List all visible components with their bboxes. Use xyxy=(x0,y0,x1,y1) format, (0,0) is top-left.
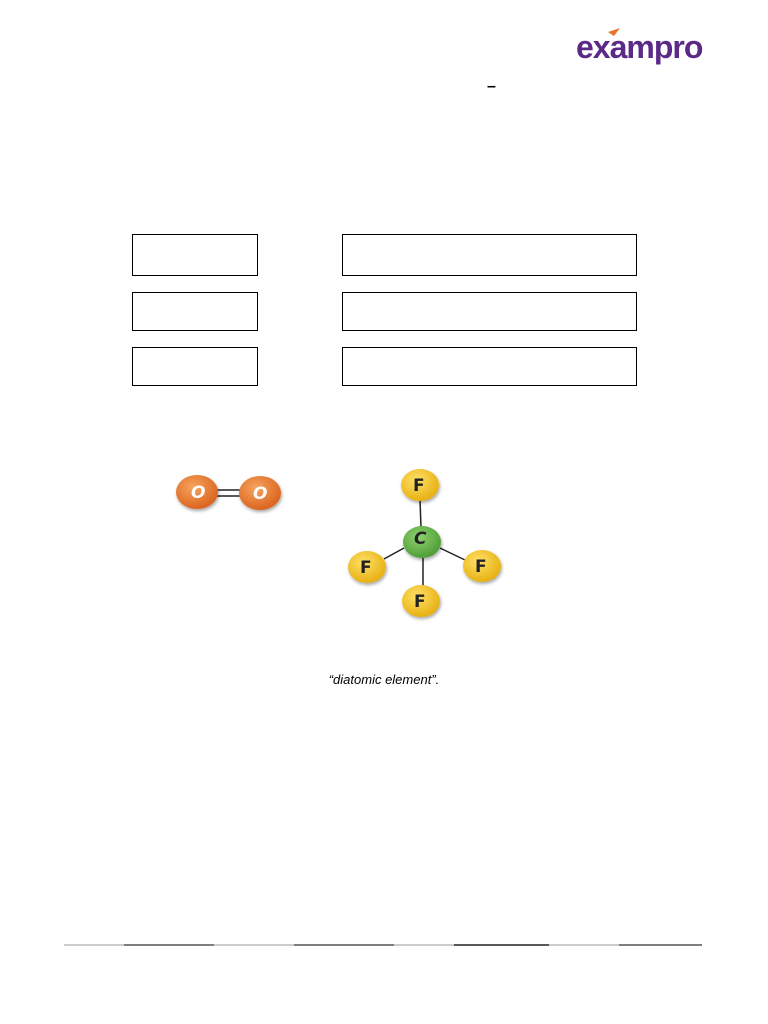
cf4-molecule: F F F F C xyxy=(348,469,501,617)
answer-box-left-1[interactable] xyxy=(132,234,258,276)
caption-diatomic: “diatomic element”. xyxy=(328,672,440,687)
answer-box-left-2[interactable] xyxy=(132,292,258,331)
fluorine-atom-bottom xyxy=(402,585,440,617)
fluorine-label-right: F xyxy=(475,557,487,577)
header-dash: – xyxy=(487,78,496,95)
bond-top xyxy=(419,499,422,529)
fluorine-atom-right xyxy=(463,550,501,582)
oxygen-atom-1 xyxy=(176,475,218,509)
logo-accent-icon xyxy=(608,28,620,36)
oxygen-label-1: O xyxy=(191,483,205,503)
answer-box-right-1[interactable] xyxy=(342,234,637,276)
oxygen-label-2: O xyxy=(253,484,267,504)
bond-left xyxy=(383,547,405,560)
oxygen-atom-2 xyxy=(239,476,281,510)
fluorine-label-left: F xyxy=(360,558,372,578)
fluorine-atom-top xyxy=(401,469,439,501)
fluorine-atom-left xyxy=(348,551,386,583)
bond-right xyxy=(439,547,466,561)
footer-rule xyxy=(64,944,702,946)
answer-box-right-3[interactable] xyxy=(342,347,637,386)
fluorine-label-bottom: F xyxy=(414,592,426,612)
logo-text: exampro xyxy=(576,29,703,65)
carbon-atom xyxy=(403,526,441,558)
oxygen-molecule: O O xyxy=(176,475,281,510)
answer-box-right-2[interactable] xyxy=(342,292,637,331)
fluorine-label-top: F xyxy=(413,476,425,496)
carbon-label: C xyxy=(414,529,427,549)
exampro-logo: exampro xyxy=(576,28,704,65)
answer-box-left-3[interactable] xyxy=(132,347,258,386)
